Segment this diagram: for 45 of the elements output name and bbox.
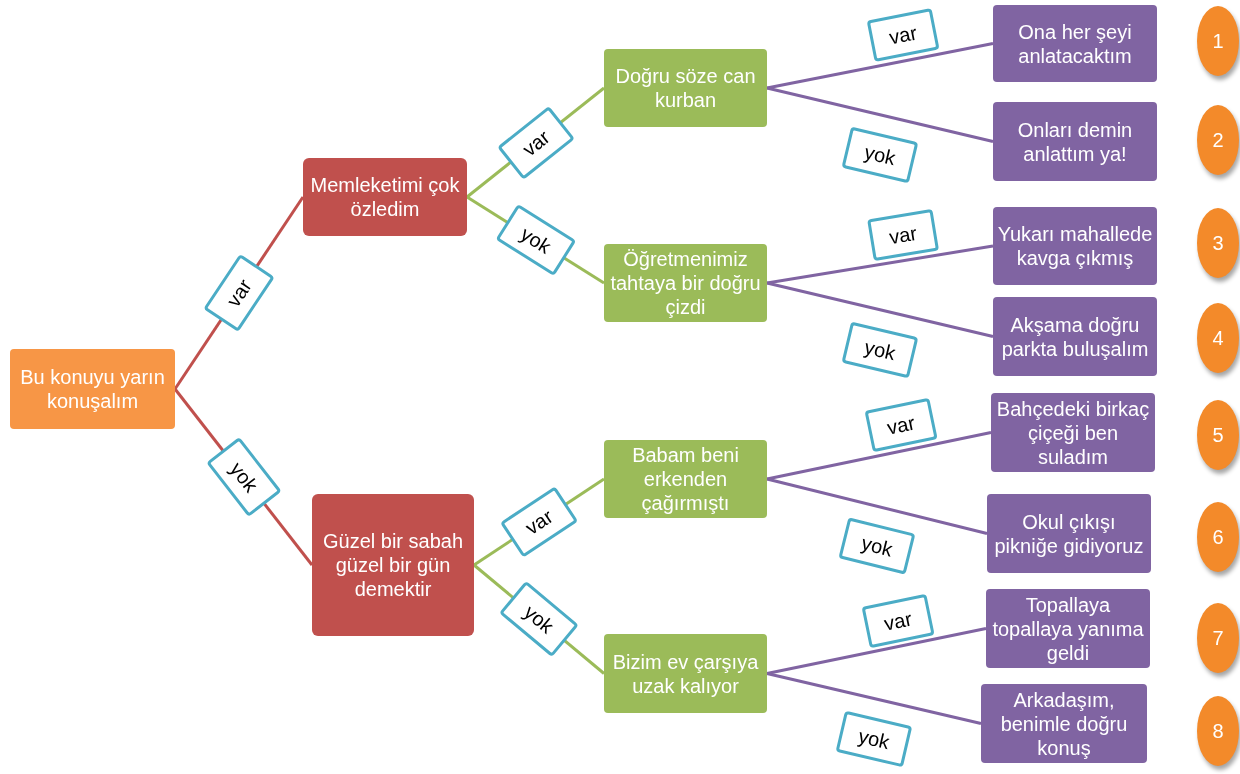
edge-label: yok <box>841 321 919 379</box>
number-circle: 8 <box>1197 696 1239 766</box>
edge-label: var <box>496 105 575 180</box>
connector-line <box>766 244 994 285</box>
edge-label: var <box>861 593 935 648</box>
connector-line <box>766 477 988 535</box>
number-circle: 6 <box>1197 502 1239 572</box>
number-circle: 7 <box>1197 603 1239 673</box>
leaf-box: Okul çıkışı pikniğe gidiyoruz <box>987 494 1151 573</box>
number-circle: 5 <box>1197 400 1239 470</box>
edge-label: yok <box>838 517 916 575</box>
leaf-box: Yukarı mahallede kavga çıkmış <box>993 207 1157 285</box>
number-circle: 4 <box>1197 303 1239 373</box>
connector-line <box>766 672 982 725</box>
branch-box: Doğru söze can kurban <box>604 49 767 127</box>
branch-box: Öğretmenimiz tahtaya bir doğru çizdi <box>604 244 767 322</box>
connector-line <box>766 431 992 481</box>
root-box: Bu konuyu yarın konuşalım <box>10 349 175 429</box>
edge-label: var <box>203 254 275 332</box>
leaf-box: Onları demin anlattım ya! <box>993 102 1157 181</box>
leaf-box: Bahçedeki birkaç çiçeği ben suladım <box>991 393 1155 472</box>
branch-box: Babam beni erkenden çağırmıştı <box>604 440 767 518</box>
connector-line <box>766 281 994 338</box>
edge-label: var <box>866 8 939 63</box>
connector-line <box>766 627 987 675</box>
leaf-box: Akşama doğru parkta buluşalım <box>993 297 1157 376</box>
edge-label: yok <box>205 436 282 518</box>
branch-box: Bizim ev çarşıya uzak kalıyor <box>604 634 767 713</box>
connector-line <box>766 86 994 143</box>
edge-label: var <box>500 486 578 558</box>
edge-label: yok <box>835 710 913 767</box>
edge-label: var <box>864 397 938 453</box>
leaf-box: Ona her şeyi anlatacaktım <box>993 5 1157 82</box>
number-circle: 3 <box>1197 208 1239 278</box>
edge-label: yok <box>499 581 579 658</box>
edge-label: yok <box>495 203 576 277</box>
branch-box: Güzel bir sabah güzel bir gün demektir <box>312 494 474 636</box>
connector-line <box>766 42 994 90</box>
leaf-box: Arkadaşım, benimle doğru konuş <box>981 684 1147 763</box>
branch-box: Memleketimi çok özledim <box>303 158 467 236</box>
leaf-box: Topallaya topallaya yanıma geldi <box>986 589 1150 668</box>
edge-label: var <box>866 208 939 261</box>
edge-label: yok <box>841 126 919 184</box>
number-circle: 1 <box>1197 6 1239 76</box>
number-circle: 2 <box>1197 105 1239 175</box>
